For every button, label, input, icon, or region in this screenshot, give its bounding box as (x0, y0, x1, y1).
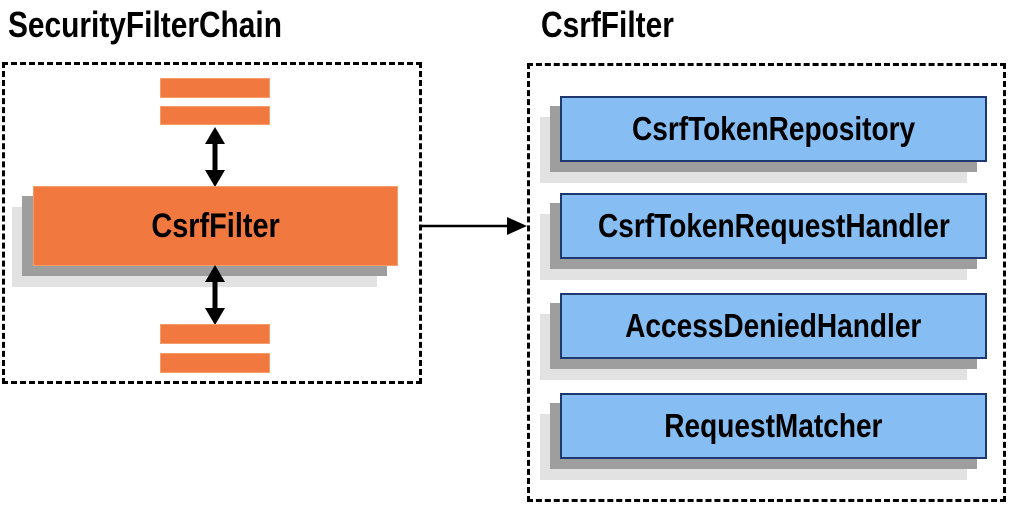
component-box-csrf-token-repository: CsrfTokenRepository (560, 96, 987, 162)
component-label: CsrfTokenRepository (631, 110, 916, 147)
double-arrow-icon (205, 265, 225, 325)
filter-placeholder-bar (160, 78, 270, 98)
component-label: AccessDeniedHandler (625, 307, 922, 344)
filter-placeholder-bar (160, 324, 270, 344)
right-panel-title: CsrfFilter (541, 5, 701, 45)
right-panel-title-text: CsrfFilter (541, 4, 674, 45)
component-box-request-matcher: RequestMatcher (560, 393, 987, 459)
filter-placeholder-bar (160, 353, 270, 373)
component-label: CsrfTokenRequestHandler (597, 207, 950, 244)
flow-arrow-icon (421, 217, 527, 235)
double-arrow-icon (205, 127, 225, 187)
left-panel-title: SecurityFilterChain (8, 5, 338, 45)
component-box-access-denied-handler: AccessDeniedHandler (560, 293, 987, 359)
csrf-filter-container: CsrfTokenRepository CsrfTokenRequestHand… (527, 63, 1006, 502)
filter-placeholder-bar (160, 106, 270, 125)
security-filter-chain-container: CsrfFilter (2, 62, 422, 384)
component-box-csrf-token-request-handler: CsrfTokenRequestHandler (560, 193, 987, 259)
left-panel-title-text: SecurityFilterChain (8, 4, 282, 45)
csrf-filter-label: CsrfFilter (151, 206, 280, 245)
component-label: RequestMatcher (664, 407, 883, 444)
csrf-filter-box: CsrfFilter (33, 186, 398, 266)
